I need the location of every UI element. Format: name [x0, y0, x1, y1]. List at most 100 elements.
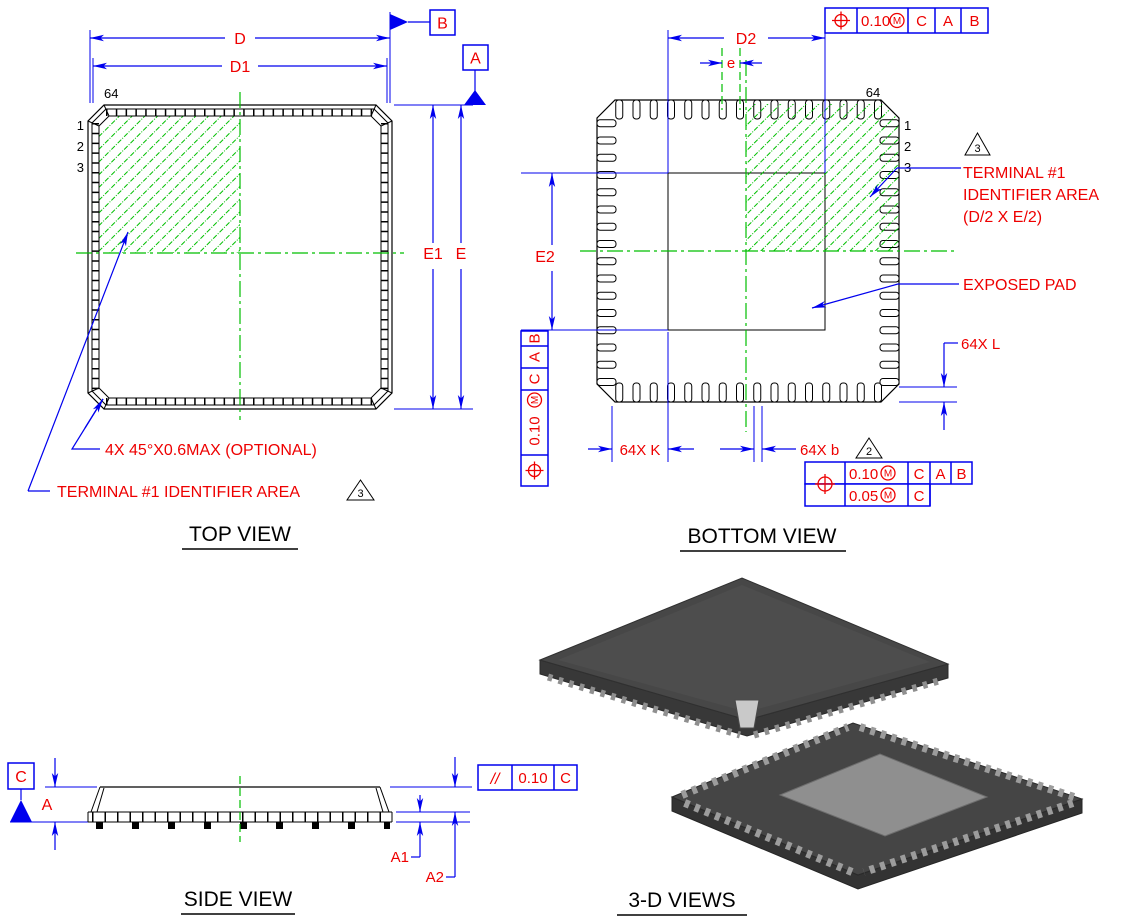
fcf-position-bottom: 0.10 M C A B 0.05 M C	[804, 461, 973, 507]
fcf-datum-1: C	[527, 373, 544, 384]
dimension-E2: E2	[521, 172, 668, 331]
dim-label-A: A	[42, 797, 53, 814]
fcf-datum-1: C	[560, 770, 571, 787]
dim-label-E2: E2	[535, 249, 555, 266]
note-terminal1: TERMINAL #1 IDENTIFIER AREA 3	[27, 231, 375, 501]
dimension-D1: D1	[92, 58, 388, 103]
package-top-plateau	[558, 585, 930, 712]
package-profile	[87, 776, 393, 842]
fcf-datum-2: A	[527, 352, 544, 362]
dim-label-e: e	[727, 55, 735, 72]
dimension-A1-A2: A1 A2	[390, 757, 472, 886]
view-title-side: SIDE VIEW	[184, 888, 293, 911]
pin-label-2: 2	[904, 139, 911, 154]
pin-label-1: 1	[904, 118, 911, 133]
dim-label-L: 64X L	[961, 336, 1000, 353]
note-flag-triangle-icon	[346, 479, 375, 501]
datum-label-C: C	[15, 769, 27, 786]
note-exposed-pad-text: EXPOSED PAD	[963, 277, 1077, 294]
pin-label-64: 64	[104, 86, 118, 101]
datum-triangle-icon	[390, 14, 408, 30]
datum-A: A	[462, 44, 489, 105]
exposed-pad-face	[778, 753, 989, 837]
fcf-modifier: M	[530, 396, 541, 404]
dimension-b: 64X b 2	[720, 406, 883, 462]
position-symbol-icon	[832, 11, 850, 30]
dim-label-D1: D1	[230, 59, 251, 76]
dim-label-A1: A1	[391, 849, 409, 866]
note-terminal1: 3 TERMINAL #1 IDENTIFIER AREA (D/2 X E/2…	[869, 131, 1099, 226]
mmc-modifier-icon	[880, 487, 896, 503]
pin-label-3: 3	[77, 160, 84, 175]
note-flag-number: 3	[974, 143, 980, 155]
datum-label-B: B	[437, 16, 448, 33]
render-top-side	[538, 577, 950, 739]
note-terminal1-text: TERMINAL #1 IDENTIFIER AREA	[57, 484, 300, 501]
fcf-position-top: 0.10 M C A B	[824, 7, 989, 34]
fcf-modifier: M	[893, 16, 901, 27]
note-terminal1-line1: TERMINAL #1	[963, 165, 1066, 182]
fcf-datum-1: C	[916, 13, 927, 30]
pin-label-2: 2	[77, 139, 84, 154]
fcf-row2-tolerance: 0.05	[849, 488, 878, 505]
note-flag-triangle-icon	[855, 437, 883, 459]
pin1-corner-chamfer	[734, 699, 760, 729]
datum-triangle-icon	[10, 800, 32, 822]
position-symbol-icon	[525, 461, 544, 480]
mmc-modifier-icon	[526, 392, 543, 408]
parallelism-symbol-icon: //	[490, 771, 501, 788]
fcf-row1-tolerance: 0.10	[849, 466, 878, 483]
package-body-outline	[596, 99, 900, 403]
three-d-views: 3-D VIEWS	[538, 577, 1084, 916]
dimension-E1-E: E1 E	[394, 104, 473, 410]
note-flag-number: 3	[357, 488, 363, 500]
datum-B: B	[390, 9, 456, 36]
datum-label-A: A	[470, 51, 481, 68]
dim-label-E: E	[456, 246, 467, 263]
fcf-row2-datum-1: C	[914, 488, 925, 505]
view-title-bottom: BOTTOM VIEW	[688, 525, 837, 548]
fcf-row1-datum-1: C	[914, 466, 925, 483]
view-title-top: TOP VIEW	[189, 523, 291, 546]
dim-label-D: D	[234, 31, 246, 48]
terminal1-hatch-area	[746, 104, 899, 251]
view-title-3d: 3-D VIEWS	[628, 889, 735, 912]
mmc-modifier-icon	[880, 465, 896, 481]
dim-label-D2: D2	[736, 31, 757, 48]
fcf-row1-modifier: M	[884, 469, 892, 480]
fcf-tolerance: 0.10	[518, 770, 547, 787]
fcf-row2-modifier: M	[884, 491, 892, 502]
dimension-A: A	[42, 758, 97, 850]
dim-label-b: 64X b	[800, 442, 839, 459]
top-view: D D1 B A E1	[27, 9, 489, 550]
bottom-view: D2 e 0.10 M C A B	[520, 7, 1099, 552]
datum-triangle-icon	[464, 90, 486, 105]
render-bottom-side	[670, 722, 1084, 890]
terminal-rows	[678, 723, 1076, 876]
dimension-D: D	[89, 12, 391, 103]
dimension-K: 64X K	[588, 332, 694, 462]
fcf-row1-datum-3: B	[956, 466, 966, 483]
note-terminal1-line3: (D/2 X E/2)	[963, 209, 1042, 226]
dim-label-E1: E1	[423, 246, 443, 263]
terminal1-hatch-area	[99, 116, 240, 253]
fcf-tolerance: 0.10	[861, 13, 890, 30]
dim-label-K: 64X K	[620, 442, 661, 459]
fcf-datum-3: B	[527, 333, 544, 343]
dimension-L: 64X L	[899, 336, 1000, 430]
note-exposed-pad: EXPOSED PAD	[811, 277, 1077, 309]
fcf-row1-datum-2: A	[935, 466, 945, 483]
fcf-datum-3: B	[969, 13, 979, 30]
datum-C: C	[7, 762, 88, 823]
note-flag-triangle-icon	[964, 131, 991, 156]
dimension-D2: D2	[667, 30, 826, 173]
fcf-position-left: 0.10 M C A B	[520, 330, 549, 487]
fcf-datum-2: A	[943, 13, 953, 30]
note-terminal1-line2: IDENTIFIER AREA	[963, 187, 1099, 204]
note-chamfer: 4X 45°X0.6MAX (OPTIONAL)	[70, 398, 317, 459]
mmc-modifier-icon	[889, 12, 905, 29]
fcf-parallelism: // 0.10 C	[477, 764, 578, 791]
dim-label-A2: A2	[426, 869, 444, 886]
